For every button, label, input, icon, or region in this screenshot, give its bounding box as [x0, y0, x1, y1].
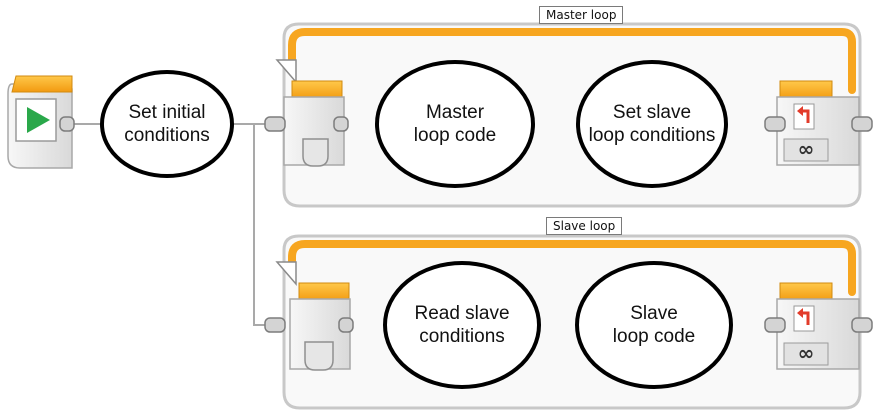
loop-frame	[282, 22, 862, 208]
master-loop[interactable]: ∞	[264, 22, 873, 208]
start-block[interactable]	[7, 75, 75, 169]
infinity-icon: ∞	[798, 137, 815, 161]
output-plug	[59, 116, 75, 132]
input-plug	[764, 317, 786, 333]
loop-arrow-icon	[275, 59, 297, 85]
output-plug	[851, 317, 873, 333]
input-plug	[264, 116, 286, 132]
slave-loop-title: Slave loop	[546, 217, 623, 235]
loop-end-block[interactable]: ∞	[764, 282, 873, 370]
play-icon	[27, 107, 50, 133]
node-read-slave-conditions[interactable]	[383, 261, 541, 389]
loop-start-block[interactable]	[264, 282, 354, 371]
node-slave-loop-code[interactable]	[575, 261, 733, 389]
master-loop-title: Master loop	[539, 6, 624, 24]
node-set-initial-conditions[interactable]	[100, 70, 234, 178]
output-plug	[338, 317, 354, 333]
infinity-icon: ∞	[798, 341, 815, 365]
input-plug	[764, 116, 786, 132]
loop-orange-track	[288, 240, 856, 296]
slave-loop[interactable]: ∞	[264, 234, 873, 410]
loop-arrow-icon	[275, 261, 297, 287]
node-master-loop-code[interactable]	[375, 60, 535, 188]
output-plug	[333, 116, 349, 132]
input-plug	[264, 317, 286, 333]
output-plug	[851, 116, 873, 132]
loop-start-block[interactable]	[264, 80, 349, 167]
node-set-slave-loop-conditions[interactable]	[576, 60, 728, 188]
loop-end-block[interactable]: ∞	[764, 80, 873, 166]
loop-orange-track	[288, 28, 856, 94]
